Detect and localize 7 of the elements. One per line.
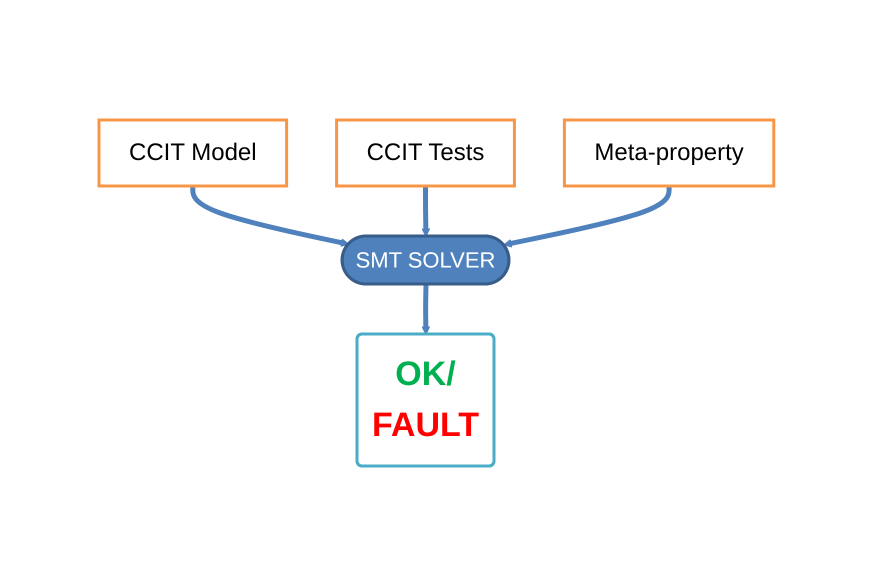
node-box: CCIT Model — [97, 118, 288, 187]
arrow — [502, 186, 672, 248]
node-box: CCIT Tests — [334, 118, 516, 187]
node-box: Meta-property — [562, 118, 775, 187]
arrow — [190, 186, 349, 246]
arrow — [421, 284, 430, 334]
arrow — [421, 186, 430, 236]
